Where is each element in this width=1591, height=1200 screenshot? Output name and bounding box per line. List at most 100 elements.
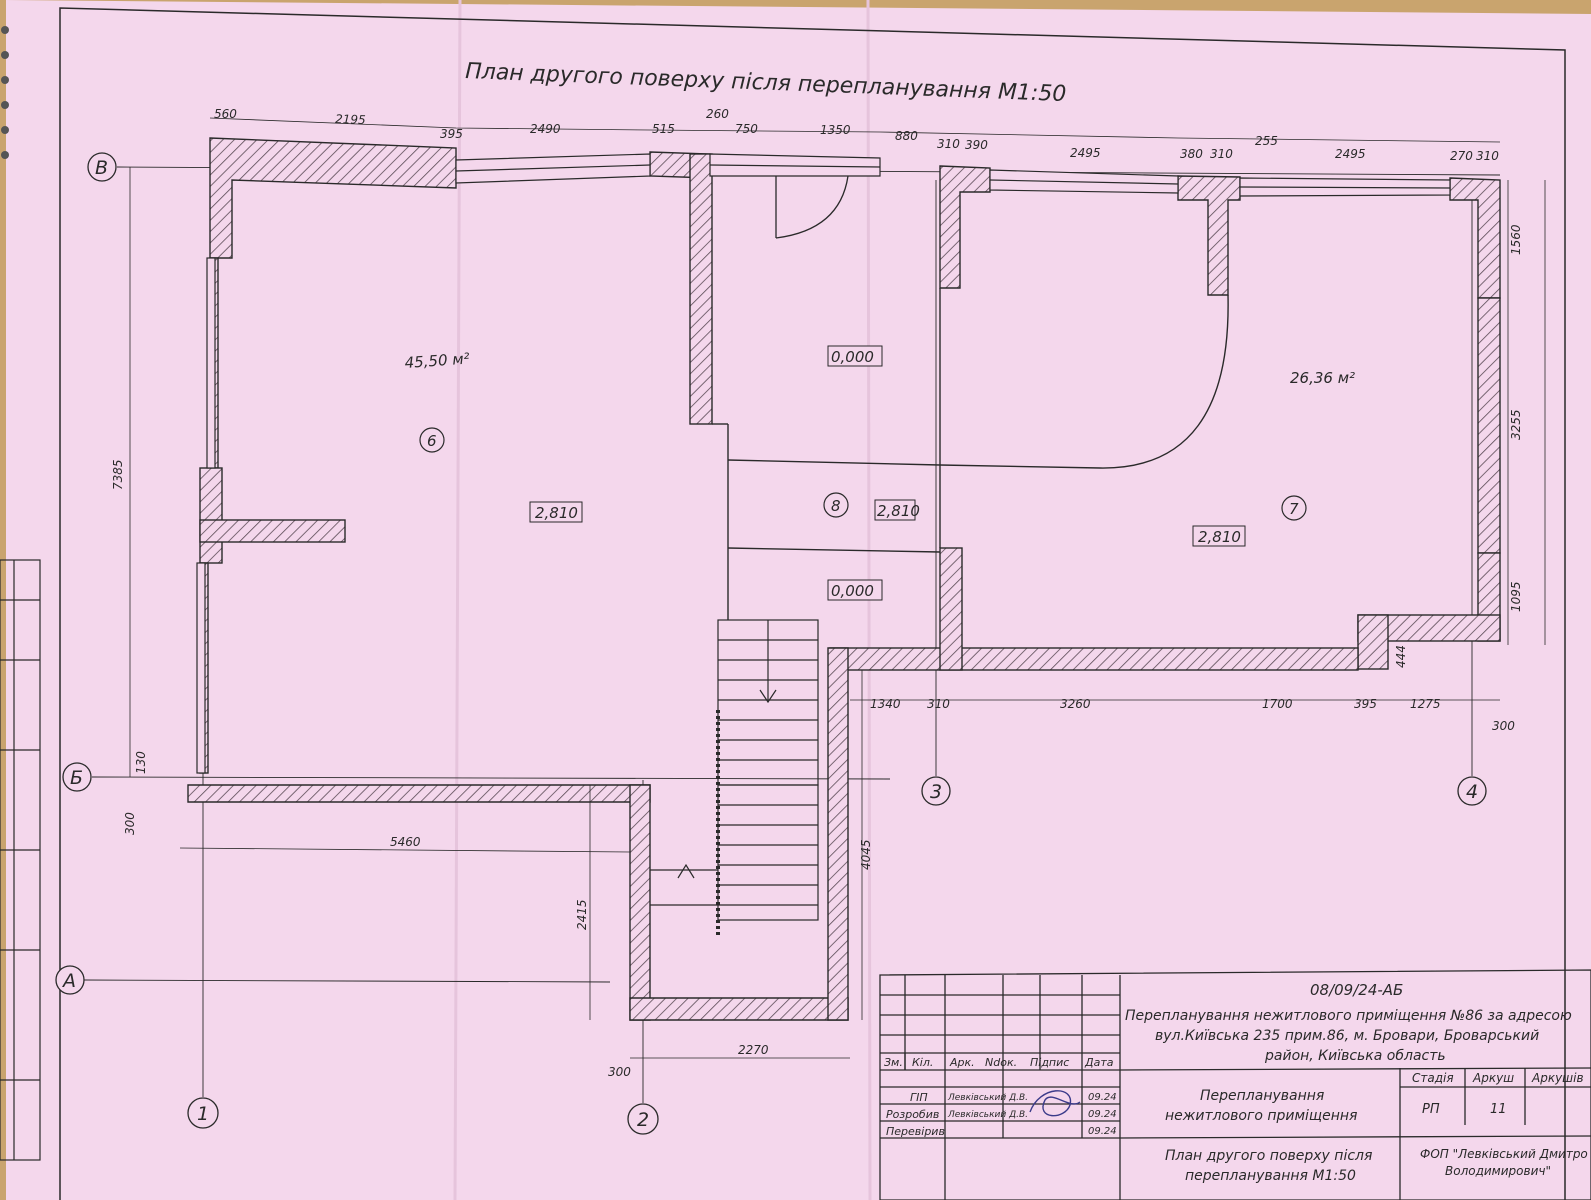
axis-label-col: 4 — [1466, 781, 1478, 803]
svg-text:2490: 2490 — [530, 122, 561, 136]
svg-text:395: 395 — [440, 127, 463, 141]
svg-text:Дата: Дата — [1084, 1056, 1114, 1069]
svg-text:2495: 2495 — [1335, 147, 1366, 161]
axis-label-col: 1 — [197, 1103, 209, 1125]
sheet-header: Аркуш — [1472, 1071, 1514, 1085]
level-mark: 2,810 — [877, 502, 920, 520]
svg-text:560: 560 — [214, 107, 237, 121]
dim-bottom: 3260 — [1060, 697, 1091, 711]
dim-bottom: 1700 — [1262, 697, 1293, 711]
axis-label-row: Б — [70, 767, 83, 789]
svg-text:310: 310 — [1476, 149, 1499, 163]
dim-right: 1560 — [1509, 224, 1523, 255]
dim-bottom: 300 — [1492, 719, 1515, 733]
dim-bottom: 1340 — [870, 697, 901, 711]
dim-444: 444 — [1394, 645, 1408, 668]
dimension-lines — [129, 117, 1546, 1059]
organization: ФОП "Левківський Дмитро — [1420, 1147, 1588, 1161]
sign-date: 09.24 — [1088, 1126, 1117, 1137]
level-mark: 0,000 — [831, 582, 874, 600]
svg-text:Арк.: Арк. — [949, 1056, 975, 1069]
binder-rings — [1, 26, 9, 159]
dim-lower: 4045 — [859, 839, 873, 870]
role-label: Розробив — [886, 1108, 939, 1121]
title-block — [879, 969, 1591, 1200]
svg-text:255: 255 — [1255, 134, 1278, 148]
role-label: ГІП — [910, 1091, 928, 1104]
svg-text:515: 515 — [652, 122, 675, 136]
role-label: Перевірив — [886, 1125, 945, 1138]
svg-text:880: 880 — [895, 129, 918, 143]
sheets-header: Аркушів — [1531, 1071, 1584, 1085]
door-swing — [775, 175, 849, 239]
room-number: 8 — [831, 497, 841, 515]
fold-line — [453, 0, 462, 1200]
dim-right: 3255 — [1509, 409, 1523, 440]
drawing-name: перепланування М1:50 — [1185, 1168, 1356, 1184]
stage-header: Стадія — [1412, 1071, 1454, 1085]
title-block-headers: Зм. Кіл. Арк. Ndок. Підпис Дата — [884, 1056, 1114, 1069]
dim-bottom: 1275 — [1410, 697, 1441, 711]
dim-right: 1095 — [1509, 581, 1523, 612]
level-mark: 2,810 — [1198, 528, 1241, 546]
sign-date: 09.24 — [1088, 1092, 1117, 1103]
axis-label-row: В — [95, 157, 108, 179]
svg-text:Кіл.: Кіл. — [912, 1056, 933, 1069]
dim-left: 300 — [123, 812, 137, 835]
room-area-6: 45,50 м² — [404, 349, 470, 371]
walls — [187, 137, 1501, 1021]
staircase — [650, 619, 819, 935]
sheet-value: 11 — [1490, 1102, 1507, 1117]
svg-text:Ndок.: Ndок. — [985, 1056, 1017, 1069]
level-mark: 2,810 — [535, 504, 578, 522]
dim-lower: 2270 — [738, 1043, 769, 1057]
stage-value: РП — [1422, 1102, 1440, 1117]
svg-text:2495: 2495 — [1070, 146, 1101, 160]
signature — [1029, 1090, 1081, 1117]
object-name: нежитлового приміщення — [1165, 1108, 1357, 1124]
drawing-name: План другого поверху після — [1165, 1148, 1372, 1164]
svg-text:310: 310 — [1210, 147, 1233, 161]
svg-text:310: 310 — [937, 137, 960, 151]
room-number-bubble — [419, 427, 445, 453]
room-number: 7 — [1289, 500, 1299, 518]
paper-sheet — [6, 0, 1591, 1200]
author-name: Левківський Д.В. — [947, 1110, 1028, 1120]
svg-text:390: 390 — [965, 138, 988, 152]
windows — [196, 153, 1451, 774]
axis-label-row: А — [61, 970, 76, 992]
svg-text:270: 270 — [1450, 149, 1473, 163]
svg-text:2195: 2195 — [335, 112, 366, 127]
level-mark: 0,000 — [831, 348, 874, 366]
level-boxes — [529, 345, 1246, 601]
object-name: Перепланування — [1200, 1088, 1324, 1104]
organization: Володимирович" — [1445, 1164, 1551, 1178]
dim-bottom: 395 — [1354, 697, 1377, 711]
svg-text:Підпис: Підпис — [1030, 1056, 1069, 1069]
room-area-7: 26,36 м² — [1290, 369, 1355, 387]
dim-left: 130 — [134, 751, 148, 774]
axis-bubbles — [55, 152, 1487, 1135]
svg-text:Зм.: Зм. — [884, 1056, 903, 1069]
side-stamp — [0, 559, 41, 1161]
dim-left: 7385 — [111, 459, 125, 490]
project-code: 08/09/24-АБ — [1310, 981, 1403, 999]
dim-bottom: 310 — [927, 697, 950, 711]
svg-text:750: 750 — [735, 122, 758, 136]
sign-date: 09.24 — [1088, 1109, 1117, 1120]
author-name: Левківський Д.В. — [947, 1093, 1028, 1103]
dim-lower: 2415 — [575, 899, 589, 930]
room-number: 6 — [427, 432, 437, 450]
svg-text:380: 380 — [1180, 147, 1203, 161]
dim-lower: 5460 — [390, 835, 421, 849]
svg-text:1350: 1350 — [820, 123, 851, 137]
project-name-line: вул.Київська 235 прим.86, м. Бровари, Бр… — [1155, 1028, 1539, 1044]
partitions — [712, 288, 1229, 620]
drawing-frame — [59, 7, 1566, 1200]
room-number-bubble — [1281, 495, 1307, 521]
dims-top: 560 2195 395 2490 515 260 750 1350 880 3… — [214, 107, 1499, 163]
project-name-line: Перепланування нежитлового приміщення №8… — [1125, 1008, 1572, 1024]
axis-label-col: 2 — [637, 1109, 649, 1131]
room-number-bubble — [823, 492, 849, 518]
